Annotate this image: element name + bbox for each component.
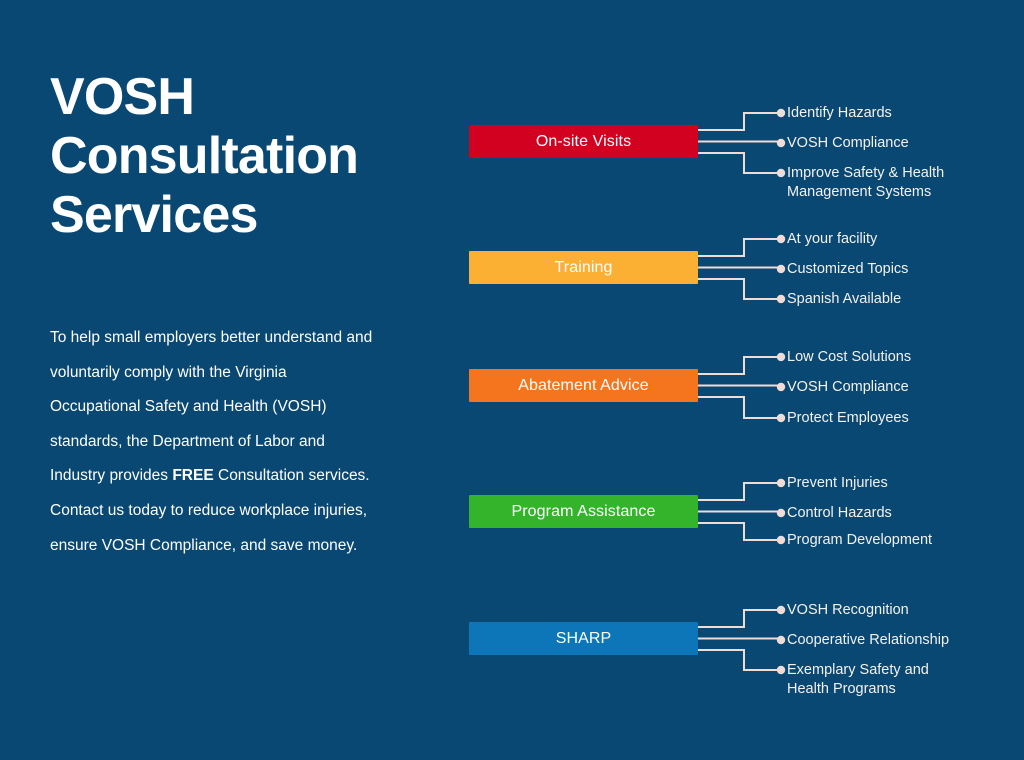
branch-bar-on-site-visits[interactable]: On-site Visits xyxy=(469,125,698,158)
connector-dot xyxy=(776,508,786,518)
connector-line xyxy=(698,356,781,375)
leaf-item[interactable]: Prevent Injuries xyxy=(787,475,888,491)
branch-bar-training[interactable]: Training xyxy=(469,251,698,284)
left-content-column: VOSH Consultation Services To help small… xyxy=(50,68,430,554)
connector-dot xyxy=(776,138,786,148)
connector-dot xyxy=(776,294,786,304)
connector-line xyxy=(698,152,781,174)
branch-bar-label: Training xyxy=(554,258,613,276)
branch-connector-lines xyxy=(698,478,786,545)
branch-connector-lines xyxy=(698,108,786,178)
connector-dot xyxy=(776,108,786,118)
paragraph-text-before: To help small employers better understan… xyxy=(50,329,373,485)
leaf-item[interactable]: Low Cost Solutions xyxy=(787,349,912,365)
connector-dot xyxy=(776,352,786,362)
connector-dot xyxy=(776,382,786,392)
leaf-item[interactable]: Protect Employees xyxy=(787,410,909,426)
connector-line xyxy=(698,649,781,671)
connector-line xyxy=(698,112,781,131)
connector-dot xyxy=(776,264,786,274)
branch-connector-lines xyxy=(698,352,786,423)
connector-dot xyxy=(776,605,786,615)
leaf-item[interactable]: Spanish Available xyxy=(787,291,902,307)
leaf-item[interactable]: Exemplary Safety and Health Programs xyxy=(787,662,929,697)
connector-dot xyxy=(776,234,786,244)
branch-bar-sharp[interactable]: SHARP xyxy=(469,622,698,655)
connector-line xyxy=(698,482,781,501)
branch-bar-program-assistance[interactable]: Program Assistance xyxy=(469,495,698,528)
branch-connector-lines xyxy=(698,605,786,675)
page-title: VOSH Consultation Services xyxy=(50,68,359,244)
branch-bar-label: Program Assistance xyxy=(511,502,656,520)
leaf-item[interactable]: Cooperative Relationship xyxy=(787,632,950,648)
branch-bar-label: On-site Visits xyxy=(535,132,632,150)
connector-line xyxy=(698,278,781,300)
leaf-item[interactable]: VOSH Recognition xyxy=(787,602,909,618)
connector-dot xyxy=(776,535,786,545)
leaf-item[interactable]: VOSH Compliance xyxy=(787,379,909,395)
paragraph-text-after: Consultation services. Contact us today … xyxy=(50,467,370,554)
connector-line xyxy=(698,396,781,419)
leaf-item[interactable]: Identify Hazards xyxy=(787,105,892,121)
leaf-item[interactable]: VOSH Compliance xyxy=(787,135,909,151)
connector-dot xyxy=(776,635,786,645)
connector-dot xyxy=(776,665,786,675)
branch-bar-abatement-advice[interactable]: Abatement Advice xyxy=(469,369,698,402)
leaf-item[interactable]: Program Development xyxy=(787,532,933,548)
paragraph-emphasis-free: FREE xyxy=(172,467,214,485)
branch-bar-label: SHARP xyxy=(555,629,612,647)
connector-line xyxy=(698,609,781,628)
branch-connector-lines xyxy=(698,234,786,304)
connector-line xyxy=(698,238,781,257)
leaf-item[interactable]: Improve Safety & Health Management Syste… xyxy=(787,165,945,200)
connector-dot xyxy=(776,168,786,178)
intro-paragraph: To help small employers better understan… xyxy=(50,321,380,563)
connector-line xyxy=(698,522,781,541)
connector-dot xyxy=(776,478,786,488)
leaf-item[interactable]: Customized Topics xyxy=(787,261,909,277)
leaf-item[interactable]: At your facility xyxy=(787,231,878,247)
connector-dot xyxy=(776,413,786,423)
leaf-item[interactable]: Control Hazards xyxy=(787,505,892,521)
branch-bar-label: Abatement Advice xyxy=(518,376,649,394)
